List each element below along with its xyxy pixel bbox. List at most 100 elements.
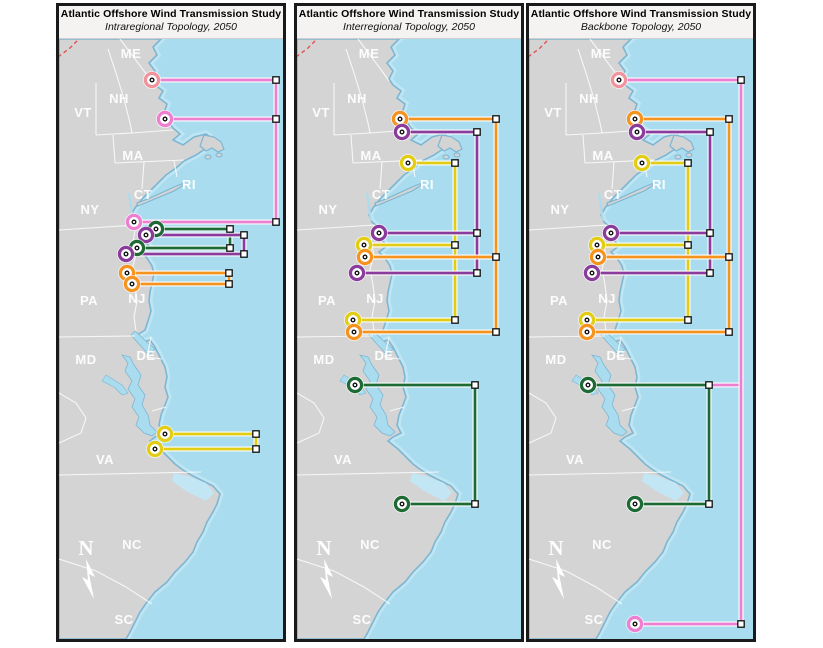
poi-node-center-dot xyxy=(399,129,405,135)
state-border-line xyxy=(112,134,116,164)
poi-node-center-dot xyxy=(352,382,358,388)
state-border-line xyxy=(59,392,87,444)
offshore-platform-node xyxy=(492,115,500,123)
state-label-NJ: NJ xyxy=(128,291,146,306)
offshore-platform-node xyxy=(225,280,233,288)
state-border-line xyxy=(59,471,202,476)
transmission-line-orange xyxy=(127,271,231,286)
cape-cod xyxy=(199,134,225,153)
offshore-platform-node xyxy=(492,253,500,261)
long-island xyxy=(374,181,424,207)
state-border-line xyxy=(59,335,136,338)
state-label-NH: NH xyxy=(579,91,599,106)
poi-node-center-dot xyxy=(149,77,155,83)
state-label-PA: PA xyxy=(80,293,98,308)
island xyxy=(442,154,450,160)
poi-node-center-dot xyxy=(162,431,168,437)
state-border-line xyxy=(616,336,633,360)
poi-node-center-dot xyxy=(153,226,159,232)
offshore-platform-node xyxy=(272,76,280,84)
state-border-line xyxy=(95,129,174,136)
state-label-RI: RI xyxy=(652,177,666,192)
state-label-DE: DE xyxy=(606,348,625,363)
state-label-MD: MD xyxy=(313,352,334,367)
offshore-platform-node xyxy=(737,620,745,628)
poi-node-center-dot xyxy=(354,270,360,276)
state-border-line xyxy=(384,336,401,360)
state-border-line xyxy=(297,471,440,476)
state-label-DE: DE xyxy=(374,348,393,363)
offshore-platform-node xyxy=(252,430,260,438)
north-arrow-icon xyxy=(82,559,95,599)
state-label-CT: CT xyxy=(372,187,390,202)
state-label-PA: PA xyxy=(550,293,568,308)
state-border-line xyxy=(350,134,354,164)
panel-interregional: Atlantic Offshore Wind Transmission Stud… xyxy=(294,3,524,642)
offshore-platform-node xyxy=(473,269,481,277)
poi-node-center-dot xyxy=(616,77,622,83)
panel-intraregional: Atlantic Offshore Wind Transmission Stud… xyxy=(56,3,286,642)
state-label-NH: NH xyxy=(109,91,129,106)
state-label-ME: ME xyxy=(591,46,612,61)
state-border-line xyxy=(379,161,383,190)
offshore-platform-node xyxy=(451,241,459,249)
offshore-platform-node xyxy=(473,128,481,136)
poi-node-center-dot xyxy=(129,281,135,287)
poi-node-center-dot xyxy=(632,621,638,627)
offshore-platform-node xyxy=(706,128,714,136)
transmission-line-orange xyxy=(354,117,498,334)
offshore-platform-node xyxy=(226,244,234,252)
carolina-sounds xyxy=(172,473,214,501)
long-island xyxy=(136,181,186,207)
carolina-sounds xyxy=(642,473,684,501)
offshore-platform-node xyxy=(240,231,248,239)
north-compass-letter: N xyxy=(548,536,563,560)
hudson-river xyxy=(365,192,373,222)
offshore-platform-node xyxy=(473,229,481,237)
offshore-platform-node xyxy=(492,328,500,336)
offshore-platform-node xyxy=(705,500,713,508)
state-label-SC: SC xyxy=(584,612,603,627)
state-border-line xyxy=(114,159,185,164)
poi-node-center-dot xyxy=(639,160,645,166)
state-label-VT: VT xyxy=(312,105,330,120)
state-label-SC: SC xyxy=(114,612,133,627)
state-border-line xyxy=(173,160,178,178)
offshore-platform-node xyxy=(240,250,248,258)
poi-node-center-dot xyxy=(589,270,595,276)
state-label-VA: VA xyxy=(334,452,352,467)
transmission-line-green xyxy=(355,383,477,506)
transmission-line-pink xyxy=(134,78,278,224)
offshore-platform-node xyxy=(252,445,260,453)
state-label-MA: MA xyxy=(360,148,381,163)
potomac-river xyxy=(101,374,129,396)
state-border-line xyxy=(357,38,390,82)
offshore-platform-node xyxy=(705,381,713,389)
island xyxy=(685,152,693,158)
poi-node-center-dot xyxy=(152,446,158,452)
offshore-platform-node xyxy=(226,225,234,233)
state-label-NY: NY xyxy=(318,202,337,217)
panel-title: Atlantic Offshore Wind Transmission Stud… xyxy=(60,8,282,20)
poi-node-center-dot xyxy=(585,382,591,388)
transmission-line-purple xyxy=(592,130,712,275)
state-border-line xyxy=(582,134,586,164)
poi-node-center-dot xyxy=(131,219,137,225)
state-border-line xyxy=(621,406,637,412)
state-label-PA: PA xyxy=(318,293,336,308)
land-mass xyxy=(59,38,221,639)
north-compass-letter: N xyxy=(78,536,93,560)
poi-node-center-dot xyxy=(397,116,403,122)
state-label-NH: NH xyxy=(347,91,367,106)
state-label-MD: MD xyxy=(75,352,96,367)
state-label-NY: NY xyxy=(550,202,569,217)
state-label-NJ: NJ xyxy=(366,291,384,306)
state-label-MA: MA xyxy=(592,148,613,163)
poi-node-center-dot xyxy=(124,270,130,276)
state-border-line xyxy=(577,48,603,134)
state-border-line xyxy=(59,558,153,605)
